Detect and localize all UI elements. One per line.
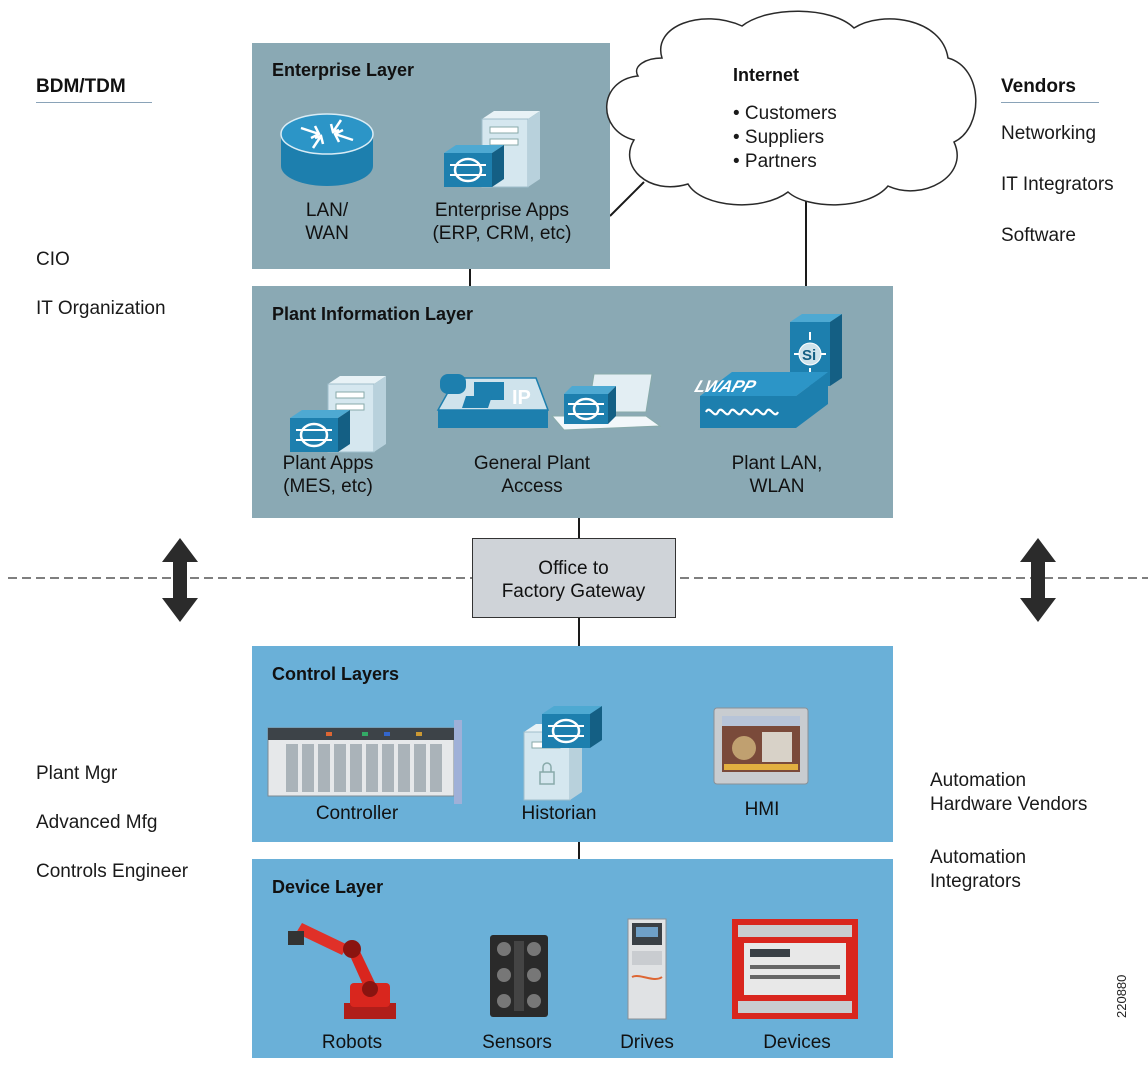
gateway-caption-line1: Office to (538, 558, 609, 579)
plant-lan-wlan-caption: Plant LAN, WLAN (702, 452, 852, 498)
lan-wan-caption-line2: WAN (305, 223, 349, 244)
sensor-block-icon (490, 935, 548, 1017)
plant-apps-server-icon (290, 376, 386, 453)
role-controls-engineer: Controls Engineer (36, 861, 189, 882)
internet-list: • Customers • Suppliers • Partners (733, 102, 837, 174)
plant-apps-caption-line1: Plant Apps (282, 453, 374, 474)
general-plant-access-caption-line2: Access (501, 476, 563, 497)
device-layer-panel: Device Layer Robots Sensors Drives (252, 859, 893, 1058)
right-double-arrow-icon (1020, 538, 1056, 622)
internet-cloud-icon (606, 10, 977, 206)
internet-title: Internet (733, 65, 800, 85)
vendor-software: Software (1001, 225, 1076, 246)
plant-information-layer-panel: Plant Information Layer Plant Apps (MES,… (252, 286, 893, 518)
vendors-header: Vendors (1001, 76, 1076, 97)
enterprise-app-server-icon (444, 111, 540, 188)
general-plant-access-caption-line1: General Plant (473, 453, 591, 474)
drive-unit-icon (627, 918, 667, 1020)
enterprise-layer-title: Enterprise Layer (272, 60, 415, 80)
internet-item-suppliers: • Suppliers (733, 127, 825, 148)
enterprise-layer-panel: Enterprise Layer LAN/ WAN Enterprise App… (252, 43, 610, 269)
it-ot-divider-line (8, 577, 1148, 579)
plant-lan-wlan-caption-line2: WLAN (749, 476, 805, 497)
device-layer-title: Device Layer (272, 877, 384, 897)
vendor-automation-integrators-line1: Automation (930, 847, 1027, 868)
enterprise-to-plant-connector (469, 268, 471, 287)
enterprise-apps-caption-line1: Enterprise Apps (434, 200, 570, 221)
plant-information-layer-title: Plant Information Layer (272, 304, 474, 324)
hmi-panel-icon (713, 707, 809, 785)
control-layers-title: Control Layers (272, 664, 400, 684)
enterprise-apps-caption: Enterprise Apps (ERP, CRM, etc) (402, 199, 602, 245)
historian-server-icon (523, 706, 602, 801)
role-it-organization: IT Organization (36, 298, 166, 319)
sensors-caption: Sensors (482, 1032, 552, 1053)
ip-phone-icon: IP (436, 374, 550, 428)
controller-rack-icon (267, 720, 462, 804)
internet-item-partners: • Partners (733, 151, 817, 172)
ip-phone-label: IP (512, 387, 531, 409)
gateway-to-control-connector (578, 618, 580, 646)
industrial-robot-icon (288, 923, 396, 1019)
devices-caption: Devices (763, 1032, 831, 1053)
internet-item-customers: • Customers (733, 103, 837, 124)
vendor-automation-hardware: Automation Hardware Vendors (930, 769, 1087, 817)
gateway-caption: Office to Factory Gateway (473, 557, 674, 603)
enterprise-apps-caption-line2: (ERP, CRM, etc) (432, 223, 572, 244)
enterprise-to-internet-connector (609, 181, 645, 217)
vendor-automation-integrators-line2: Integrators (930, 871, 1021, 892)
historian-caption: Historian (521, 803, 597, 824)
vendor-automation-integrators: Automation Integrators (930, 846, 1026, 894)
vendor-networking: Networking (1001, 123, 1097, 144)
internet-to-plant-connector (805, 170, 807, 287)
left-double-arrow-icon (162, 538, 198, 622)
bdm-tdm-header: BDM/TDM (36, 76, 126, 97)
controller-caption: Controller (315, 803, 399, 824)
io-module-icon (732, 919, 858, 1019)
plant-apps-caption-line2: (MES, etc) (283, 476, 373, 497)
si-label: Si (802, 347, 816, 364)
lwapp-label: LWAPP (692, 377, 759, 396)
laptop-icon (550, 373, 662, 431)
robots-caption: Robots (321, 1032, 383, 1053)
hmi-caption: HMI (744, 799, 780, 820)
bdm-tdm-underline (36, 102, 152, 103)
control-layers-panel: Control Layers Controller Historian (252, 646, 893, 842)
plant-to-gateway-connector (578, 518, 580, 538)
lan-wan-caption-line1: LAN/ (305, 200, 349, 221)
gateway-caption-line2: Factory Gateway (501, 581, 646, 602)
general-plant-access-caption: General Plant Access (442, 452, 622, 498)
control-to-device-connector (578, 842, 580, 859)
role-cio: CIO (36, 249, 70, 270)
role-advanced-mfg: Advanced Mfg (36, 812, 158, 833)
vendors-underline (1001, 102, 1099, 103)
lwapp-wlan-controller-icon: Si LWAPP (692, 314, 842, 428)
router-icon (280, 113, 374, 186)
lan-wan-caption: LAN/ WAN (262, 199, 392, 245)
plant-lan-wlan-caption-line1: Plant LAN, (731, 453, 823, 474)
plant-apps-caption: Plant Apps (MES, etc) (258, 452, 398, 498)
figure-id-label: 220880 (1114, 974, 1129, 1018)
office-to-factory-gateway-box: Office to Factory Gateway (472, 538, 676, 618)
drives-caption: Drives (620, 1032, 674, 1053)
vendor-it-integrators: IT Integrators (1001, 174, 1114, 195)
vendor-automation-hardware-line1: Automation (930, 770, 1027, 791)
role-plant-mgr: Plant Mgr (36, 763, 118, 784)
vendor-automation-hardware-line2: Hardware Vendors (930, 794, 1088, 815)
